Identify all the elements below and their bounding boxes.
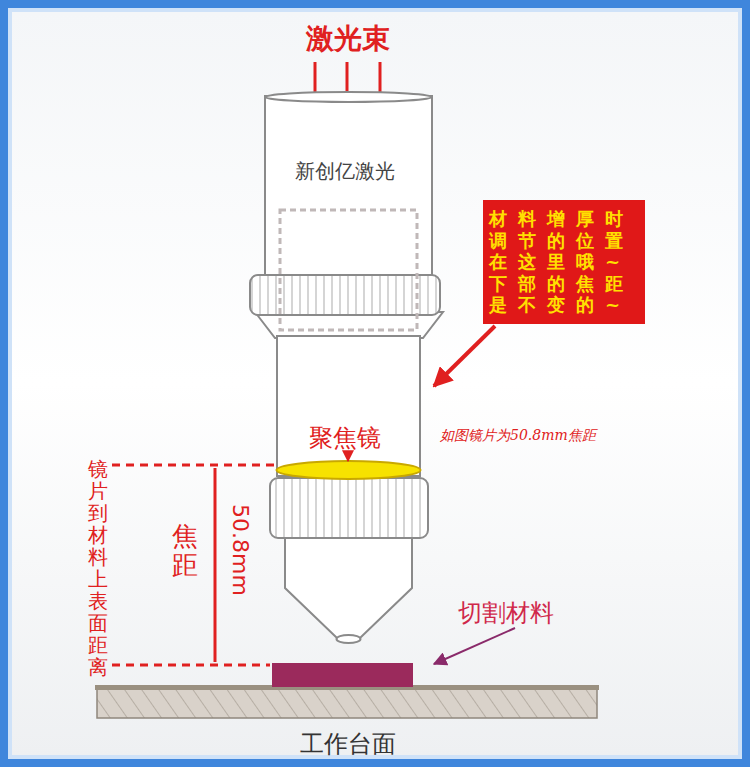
upper-tube (265, 96, 432, 280)
cutting-material (272, 663, 413, 687)
node-text: 新创亿激光 (250, 158, 440, 185)
node-text: 材料增厚时 调节的位置 在这里哦~ 下部的焦距 是不变的~ (489, 208, 639, 316)
focal-label: 焦距 (172, 522, 198, 579)
material-leader (434, 628, 515, 664)
focusing-lens (277, 461, 421, 479)
lens-pointer (347, 452, 349, 461)
dimension-value: 50.8mm (228, 504, 253, 596)
beam-line (379, 62, 382, 96)
callout-arrow (434, 326, 495, 386)
inner-tube-dashed (280, 210, 417, 330)
callout-box: 材料增厚时 调节的位置 在这里哦~ 下部的焦距 是不变的~ (483, 200, 645, 324)
dimension-dash (112, 664, 270, 667)
dimension-line (214, 468, 217, 662)
nozzle-tip (337, 635, 361, 643)
nozzle-cone (285, 536, 412, 638)
lower-tube (277, 336, 420, 476)
dimension-dash (112, 464, 278, 467)
table-label: 工作台面 (300, 728, 396, 760)
beam-label: 激光束 (306, 20, 390, 58)
material-label: 切割材料 (458, 597, 554, 629)
laser-head: 新创亿激光 (250, 96, 440, 638)
worktable (97, 688, 597, 718)
distance-label: 镜片到材料上表面距离 (88, 458, 108, 678)
lens-label: 聚焦镜 (309, 422, 381, 454)
lens-nut (270, 478, 428, 538)
beam-line (314, 62, 317, 96)
focal-note: 如图镜片为50.8mm焦距 (440, 427, 596, 445)
beam-line (346, 62, 349, 96)
